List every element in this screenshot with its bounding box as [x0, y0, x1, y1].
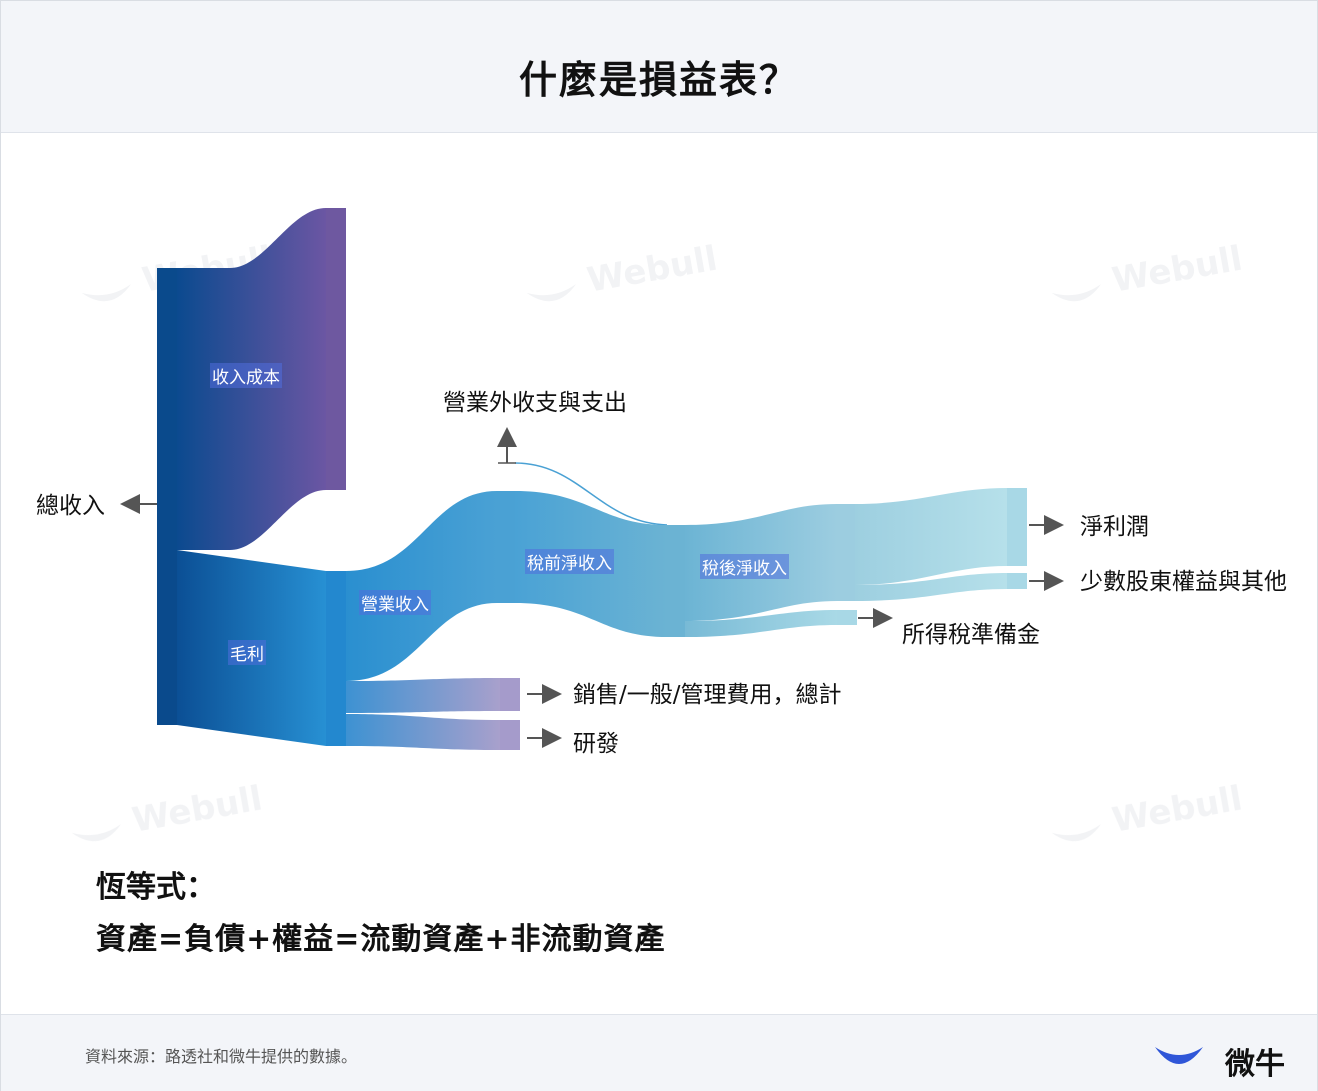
flow-rnd: [346, 714, 500, 750]
node-total-revenue: [157, 268, 177, 725]
equation-formula: 資產=負債+權益=流動資產+非流動資產: [96, 922, 666, 957]
node-income-tax: [837, 610, 857, 625]
brand-logo: 微牛: [1153, 1037, 1303, 1082]
page-title: 什麼是損益表？: [518, 58, 799, 102]
watermark-text: Webull: [129, 779, 265, 841]
flow-net-income: [855, 488, 1007, 585]
label-gross-profit: 毛利: [228, 640, 266, 665]
label-total-revenue: 總收入: [36, 493, 105, 519]
label-income-tax: 所得稅準備金: [902, 622, 1040, 648]
node-cost-of-revenue: [326, 208, 346, 490]
flow-income-tax: [685, 610, 837, 637]
label-after-tax-income: 稅後淨收入: [700, 554, 789, 579]
flow-minority-interest: [855, 573, 1007, 601]
label-operating-income: 營業收入: [359, 590, 431, 615]
label-sga: 銷售/一般/管理費用，總計: [573, 682, 842, 708]
node-operating-income: [497, 491, 515, 603]
label-pretax-income: 稅前淨收入: [525, 549, 614, 574]
equation-title: 恆等式：: [96, 870, 216, 905]
label-non-operating: 營業外收支與支出: [443, 390, 627, 416]
watermark-text: Webull: [1109, 779, 1245, 841]
node-minority-interest: [1007, 573, 1027, 589]
watermark-text: Webull: [584, 239, 720, 301]
header: 什麼是損益表？: [1, 1, 1317, 133]
label-rnd: 研發: [573, 731, 619, 757]
webull-smile-icon: [1155, 1047, 1203, 1064]
footer: 資料來源：路透社和微牛提供的數據。 微牛: [1, 1014, 1317, 1091]
node-rnd: [500, 720, 520, 750]
source-note: 資料來源：路透社和微牛提供的數據。: [85, 1047, 358, 1066]
node-pretax-income: [667, 525, 685, 637]
node-sga: [500, 678, 520, 711]
label-minority-interest: 少數股東權益與其他: [1080, 569, 1287, 595]
flow-non-operating: [514, 462, 668, 526]
label-net-income: 淨利潤: [1080, 514, 1149, 540]
income-statement-sankey: Webull Webull Webull Webull Webull: [0, 133, 1318, 1013]
node-after-tax-income: [837, 504, 855, 601]
brand-name: 微牛: [1225, 1047, 1285, 1082]
watermark-text: Webull: [1109, 239, 1245, 301]
label-cost-of-revenue: 收入成本: [210, 363, 282, 388]
node-net-income: [1007, 488, 1027, 566]
node-gross-profit: [326, 571, 346, 746]
flow-operating-income: [346, 491, 497, 681]
flow-sga: [346, 678, 500, 713]
